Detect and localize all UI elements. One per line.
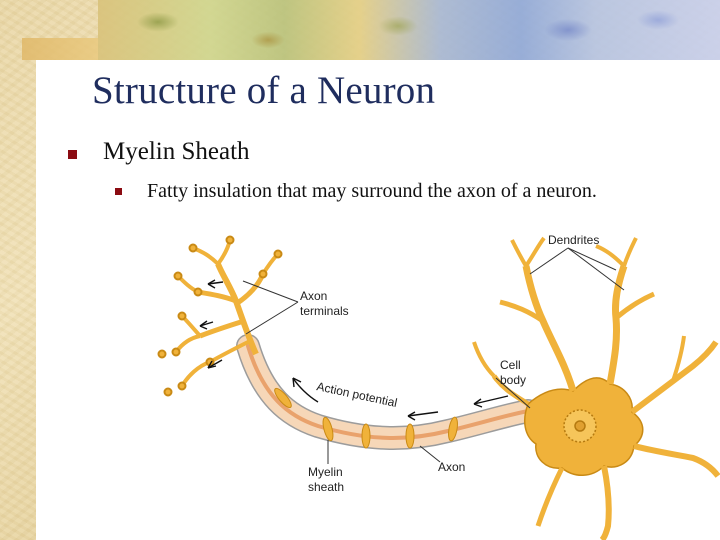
label-axon: Axon: [438, 460, 465, 474]
decorative-leaves: [98, 0, 720, 60]
label-axon-terminals-2: terminals: [300, 304, 349, 318]
neuron-diagram: Dendrites Axon terminals Cell body Actio…: [157, 233, 720, 540]
label-axon-terminals: Axon: [300, 289, 327, 303]
signal-arrows: [199, 279, 509, 421]
label-cell-body: Cell: [500, 358, 521, 372]
decorative-strip: [22, 38, 98, 60]
label-myelin-sheath-2: sheath: [308, 480, 344, 494]
label-dendrites: Dendrites: [548, 233, 599, 247]
myelin-nodes: [274, 387, 458, 449]
label-cell-body-2: body: [500, 373, 526, 387]
bullet-text: Myelin Sheath: [103, 138, 250, 165]
bullet-marker: [68, 150, 77, 159]
axon-terminals: [157, 235, 283, 397]
sub-bullet-marker: [115, 188, 122, 195]
cell-body: [472, 236, 720, 540]
label-pointers: [242, 247, 625, 464]
slide-title: Structure of a Neuron: [92, 69, 436, 112]
axon: [236, 334, 540, 450]
label-action-potential: Action potential: [315, 379, 398, 410]
sub-bullet-text: Fatty insulation that may surround the a…: [147, 180, 597, 202]
label-myelin-sheath: Myelin: [308, 465, 343, 479]
